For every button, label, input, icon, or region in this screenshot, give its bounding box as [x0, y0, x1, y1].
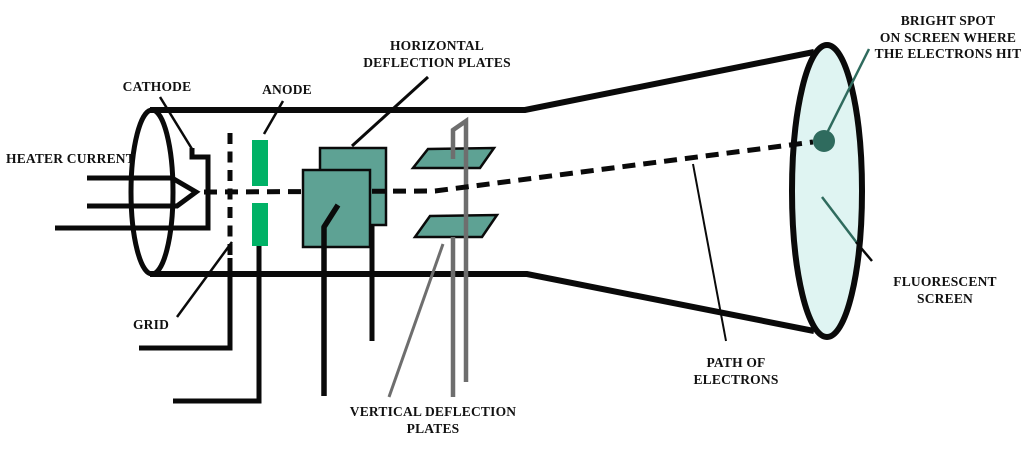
anode-plate-top — [252, 140, 268, 186]
vertical-deflection-plate-bottom — [412, 213, 500, 239]
vertical-plates-label-line1: VERTICAL DEFLECTION — [349, 404, 517, 419]
tube-left-end-ellipse — [128, 107, 176, 277]
grid-label: GRID — [123, 317, 179, 334]
anode-lead-wire — [173, 246, 262, 404]
grid-lead-wire — [139, 258, 233, 351]
horizontal-plates-label-line1: HORIZONTAL — [389, 38, 484, 53]
bright-spot — [813, 130, 835, 152]
anode-plate-bottom — [252, 203, 268, 246]
heater-current-label: HEATER CURRENT — [6, 151, 135, 168]
heater-filament-wires — [87, 175, 201, 209]
cathode-label: CATHODE — [109, 79, 205, 96]
horizontal-plates-leader-line — [350, 75, 430, 148]
tube-bottom-edge — [150, 271, 815, 334]
bright-spot-label-line1: BRIGHT SPOT — [900, 13, 996, 28]
fluorescent-screen-leader-line-teal — [821, 196, 858, 244]
anode-label: ANODE — [249, 82, 325, 99]
path-of-electrons-label-line2: ELECTRONS — [693, 371, 779, 387]
fluorescent-screen-label: FLUORESCENT SCREEN — [885, 274, 1005, 307]
bright-spot-leader-line — [825, 48, 871, 134]
grid-label-text: GRID — [132, 317, 170, 332]
bright-spot-label-line3: THE ELECTRONS HIT — [874, 46, 1022, 61]
cathode-label-text: CATHODE — [122, 79, 192, 94]
anode-leader-line — [262, 100, 285, 135]
cathode-bracket-wire — [55, 148, 211, 231]
bright-spot-label-line2: ON SCREEN WHERE — [879, 29, 1017, 45]
bright-spot-label: BRIGHT SPOT ON SCREEN WHERE THE ELECTRON… — [866, 13, 1024, 63]
horizontal-plate-front-wire — [321, 203, 341, 396]
fluorescent-screen-leader-line-black — [855, 241, 873, 262]
grid-leader-line — [175, 241, 234, 318]
vertical-plates-leader-line — [387, 243, 445, 398]
horizontal-plates-label-line2: DEFLECTION PLATES — [363, 54, 511, 70]
fluorescent-screen-label-line2: SCREEN — [917, 290, 973, 306]
horizontal-deflection-plates-label: HORIZONTAL DEFLECTION PLATES — [347, 38, 527, 71]
fluorescent-screen-label-line1: FLUORESCENT — [893, 274, 997, 289]
electron-path-dashed — [203, 139, 814, 195]
anode-label-text: ANODE — [262, 82, 312, 97]
vertical-deflection-plates-label: VERTICAL DEFLECTION PLATES — [333, 404, 533, 437]
path-of-electrons-leader-line — [692, 163, 727, 342]
vertical-plates-label-line2: PLATES — [406, 420, 460, 436]
tube-top-edge — [150, 49, 815, 113]
path-of-electrons-label: PATH OF ELECTRONS — [676, 355, 796, 388]
fluorescent-screen-ellipse — [789, 42, 865, 340]
heater-current-label-text: HEATER CURRENT — [6, 151, 135, 166]
cathode-leader-line — [158, 96, 194, 150]
path-of-electrons-label-line1: PATH OF — [706, 355, 766, 370]
vertical-plate-top-wire — [450, 116, 469, 382]
